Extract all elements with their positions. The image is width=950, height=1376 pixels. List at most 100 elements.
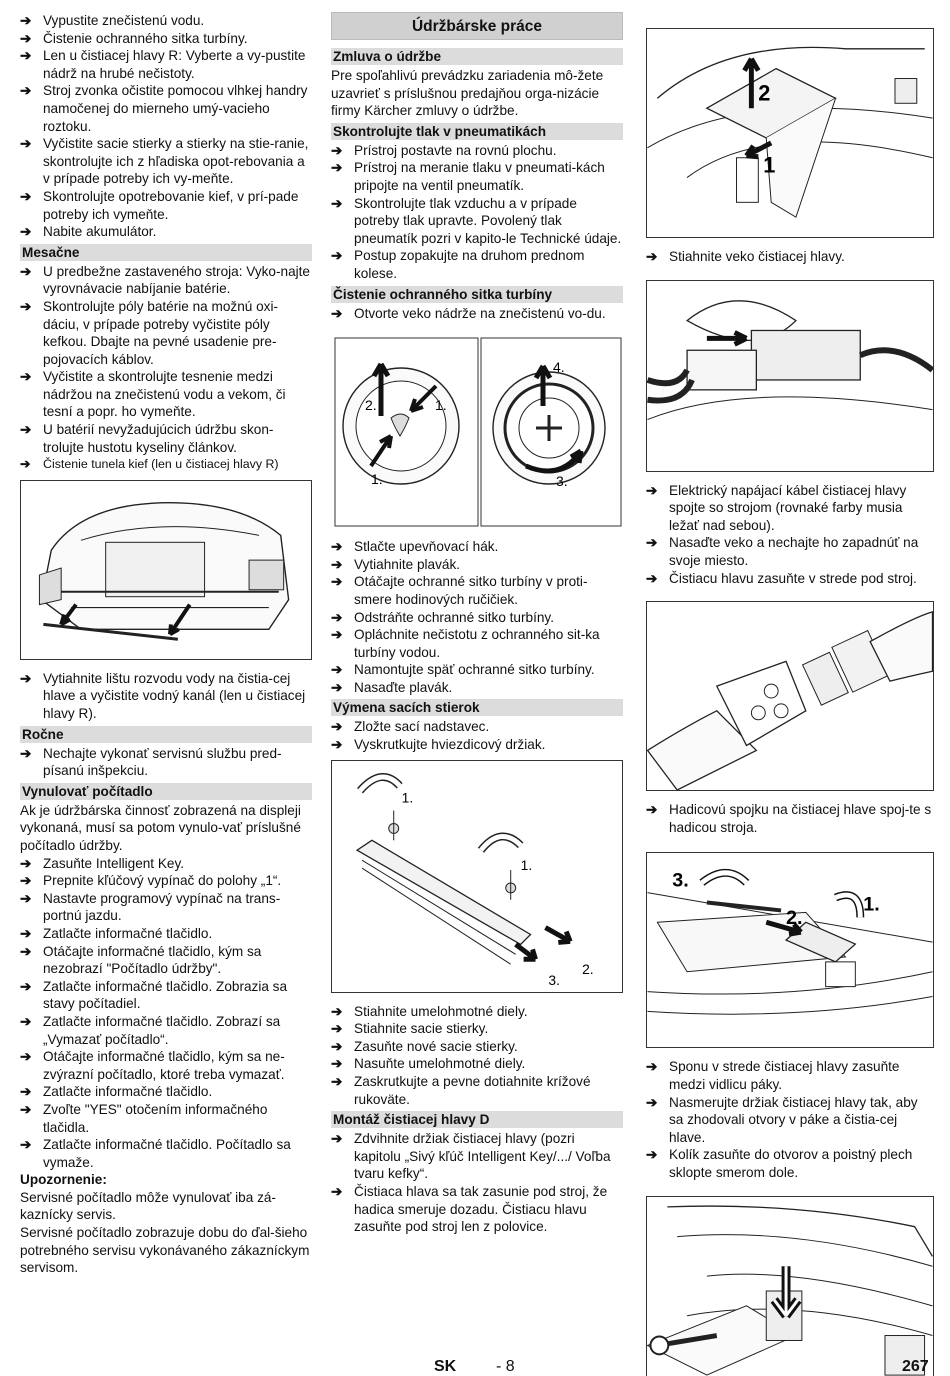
cable-step-item: ➔ Elektrický napájací kábel čistiacej hla… (646, 482, 934, 535)
reset-step-item: ➔Zatlačte informačné tlačidlo. Zobrazia … (20, 978, 312, 1013)
sieve-step-text: Stlačte upevňovací hák. (354, 539, 499, 555)
list-item-remove-cover: ➔Stiahnite veko čistiacej hlavy. (646, 249, 845, 264)
sieve-step-item: ➔Namontujte späť ochranné sitko turbíny. (331, 661, 623, 679)
arrow-icon: ➔ (331, 248, 343, 264)
figure-cleaning-head-water-bar (20, 479, 312, 660)
heading-mount-head-d: Montáž čistiacej hlavy D (331, 1111, 623, 1129)
heading-squeegee-replace: Výmena sacích stierok (331, 699, 623, 717)
sieve-step-text: Odstráňte ochranné sitko turbíny. (354, 609, 554, 625)
arrow-icon: ➔ (331, 1021, 343, 1037)
reset-step-text: Zatlačte informačné tlačidlo. (43, 1084, 213, 1100)
daily-task-text: Stroj zvonka očistite pomocou vlhkej han… (43, 83, 308, 134)
cable-step-text: Nasaďte veko a nechajte ho zapadnúť na s… (669, 535, 919, 568)
daily-task-text: Čistenie ochranného sitka turbíny. (43, 30, 248, 46)
list-item-yearly: ➔Nechajte vykonať servisnú službu pred-p… (20, 745, 282, 779)
squeegee-illustration: 1. 1. 2. 3. (355, 772, 594, 988)
reset-step-text: Zatlačte informačné tlačidlo. (43, 925, 213, 941)
arrow-icon: ➔ (646, 1059, 658, 1075)
arrow-icon: ➔ (331, 1131, 343, 1147)
notice-text-1: Servisné počítadlo môže vynulovať iba zá… (20, 1189, 276, 1223)
figure-lever-fork: 3. 2. 1. (646, 852, 934, 1049)
fig-label: 1. (402, 789, 414, 805)
arrow-icon: ➔ (331, 1038, 343, 1054)
fig-label: 2. (582, 961, 594, 977)
arrow-icon: ➔ (646, 802, 658, 818)
monthly-task-text: U predbežne zastaveného stroja: Vyko-naj… (43, 263, 310, 297)
footer-page-number: 267 (902, 1358, 929, 1375)
squeegee-step-text: Stiahnite umelohmotné diely. (354, 1003, 528, 1019)
fig-label: 2. (365, 397, 377, 413)
arrow-icon: ➔ (331, 1074, 343, 1090)
reset-step-text: Zatlačte informačné tlačidlo. Zobrazia s… (43, 978, 288, 1012)
tyre-step-item: ➔Skontrolujte tlak vzduchu a v prípade p… (331, 195, 623, 248)
reset-step-text: Zatlačte informačné tlačidlo. Počítadlo … (43, 1137, 291, 1170)
reset-step-item: ➔Zatlačte informačné tlačidlo. (20, 1083, 312, 1101)
list-sieve-steps: ➔Stlačte upevňovací hák.➔Vytiahnite plav… (331, 538, 623, 696)
arrow-icon: ➔ (20, 943, 32, 959)
sieve-step-text: Vytiahnite plavák. (354, 556, 461, 572)
cable-step-text: Elektrický napájací kábel čistiacej hlav… (669, 482, 907, 533)
arrow-icon: ➔ (20, 83, 32, 99)
squeegee-step-item: ➔Zaskrutkujte a pevne dotiahnite krížové… (331, 1073, 623, 1108)
sieve-step-item: ➔Nasaďte plavák. (331, 679, 623, 697)
list-item-tunnel: ➔Čistenie tunela kief (len u čistiacej h… (20, 456, 312, 474)
arrow-icon: ➔ (20, 422, 32, 438)
tyre-step-text: Prístroj na meranie tlaku v pneumati-kác… (354, 160, 605, 193)
reset-step-text: Otáčajte informačné tlačidlo, kým sa nez… (43, 943, 262, 977)
fig-label: 3. (548, 972, 560, 988)
cable-step-item: ➔ Nasaďte veko a nechajte ho zapadnúť na … (646, 534, 934, 569)
reset-step-item: ➔Prepnite kľúčový vypínač do polohy „1“. (20, 872, 312, 890)
fig-label: 1 (763, 153, 775, 178)
pin-insert-illustration (647, 1204, 933, 1376)
arrow-icon: ➔ (331, 1003, 343, 1019)
arrow-icon: ➔ (20, 1013, 32, 1029)
power-cable-illustration (647, 299, 933, 420)
sieve-step-item: ➔Opláchnite nečistotu z ochranného sit-k… (331, 626, 623, 661)
reset-step-text: Zasuňte Intelligent Key. (43, 855, 185, 871)
arrow-icon: ➔ (20, 13, 32, 28)
daily-task-item: ➔ Skontrolujte opotrebovanie kief, v prí-… (20, 188, 312, 223)
arrow-icon: ➔ (331, 737, 343, 753)
squeegee-step-item: ➔ Vyskrutkujte hviezdicový držiak. (331, 736, 623, 754)
reset-step-item: ➔Nastavte programový vypínač na trans-po… (20, 890, 312, 925)
list-lever-steps: ➔Sponu v strede čistiacej hlavy zasuňte … (646, 1058, 934, 1181)
list-item-hose-coupling: ➔Hadicovú spojku na čistiacej hlave spoj… (646, 802, 932, 835)
squeegee-step-item: ➔Zložte sací nadstavec. (331, 718, 623, 736)
reset-step-text: Nastavte programový vypínač na trans-por… (43, 890, 281, 924)
sieve-step-item: ➔Vytiahnite plavák. (331, 556, 623, 574)
figure-turbine-sieve: 2. 1. 1. 4. 3. (331, 336, 623, 529)
reset-step-item: ➔ Zvoľte "YES" otočením informačného tlač… (20, 1101, 312, 1136)
fig-label: 3. (556, 473, 568, 489)
daily-task-text: Skontrolujte opotrebovanie kief, v prí-p… (43, 188, 299, 222)
arrow-icon: ➔ (331, 305, 343, 321)
fig-label: 1. (521, 857, 533, 873)
reset-step-text: Prepnite kľúčový vypínač do polohy „1“. (43, 873, 282, 889)
arrow-icon: ➔ (20, 1101, 32, 1117)
tyre-step-text: Postup zopakujte na druhom prednom koles… (354, 248, 585, 281)
arrow-icon: ➔ (646, 482, 658, 498)
heading-monthly: Mesačne (20, 243, 312, 261)
remove-cover-illustration: 2 1 (647, 46, 933, 218)
reset-step-item: ➔ Otáčajte informačné tlačidlo, kým sa ne… (20, 943, 312, 978)
arrow-icon: ➔ (646, 535, 658, 551)
reset-step-item: ➔Zatlačte informačné tlačidlo. (20, 925, 312, 943)
arrow-icon: ➔ (20, 1049, 32, 1065)
tyre-step-text: Prístroj postavte na rovnú plochu. (354, 142, 557, 158)
lever-step-item: ➔Nasmerujte držiak čistiacej hlavy tak, … (646, 1094, 934, 1147)
list-item-open-lid: ➔Otvorte veko nádrže na znečistenú vo-du… (331, 305, 606, 321)
reset-step-text: Zatlačte informačné tlačidlo. Zobrazí sa… (43, 1013, 281, 1047)
figure-squeegee: 1. 1. 2. 3. (331, 759, 623, 993)
reset-step-text: Zvoľte "YES" otočením informačného tlači… (43, 1101, 268, 1135)
tyre-step-item: ➔Prístroj na meranie tlaku v pneumati-ká… (331, 159, 623, 194)
fig-label: 4. (553, 359, 565, 375)
heading-turbine-sieve: Čistenie ochranného sitka turbíny (331, 285, 623, 303)
squeegee-step-text: Zložte sací nadstavec. (354, 719, 490, 735)
daily-task-item: ➔Čistenie ochranného sitka turbíny. (20, 30, 312, 48)
daily-task-item: ➔Len u čistiacej hlavy R: Vyberte a vy-p… (20, 47, 312, 82)
daily-task-text: Vyčistite sacie stierky a stierky na sti… (43, 136, 309, 187)
squeegee-step-text: Vyskrutkujte hviezdicový držiak. (354, 737, 546, 753)
arrow-icon: ➔ (20, 188, 32, 204)
arrow-icon: ➔ (331, 1184, 343, 1199)
sieve-step-text: Namontujte späť ochranné sitko turbíny. (354, 662, 595, 678)
cable-step-item: ➔Čistiacu hlavu zasuňte v strede pod str… (646, 570, 934, 588)
